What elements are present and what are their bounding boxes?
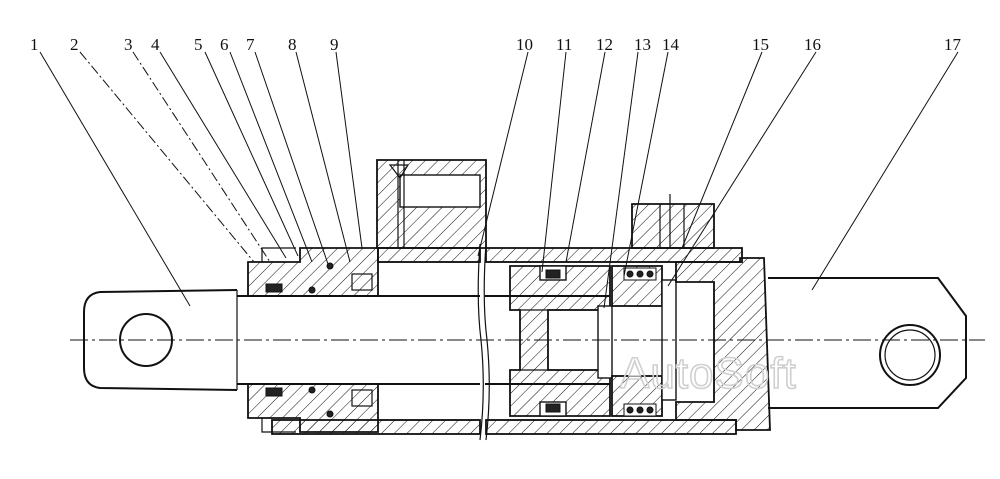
part-label-11: 11 bbox=[556, 35, 572, 54]
rear-end-cap bbox=[675, 257, 771, 431]
part-label-15: 15 bbox=[752, 35, 769, 54]
part-label-8: 8 bbox=[288, 35, 297, 54]
part-label-10: 10 bbox=[516, 35, 533, 54]
part-label-4: 4 bbox=[151, 35, 160, 54]
part-label-2: 2 bbox=[70, 35, 79, 54]
front-port-block bbox=[376, 159, 487, 249]
part-label-13: 13 bbox=[634, 35, 651, 54]
leader-lines bbox=[39, 51, 959, 309]
part-label-17: 17 bbox=[944, 35, 962, 54]
part-label-14: 14 bbox=[662, 35, 680, 54]
part-label-3: 3 bbox=[124, 35, 133, 54]
part-label-16: 16 bbox=[804, 35, 821, 54]
piston-nut bbox=[597, 265, 677, 417]
part-label-1: 1 bbox=[30, 35, 39, 54]
part-label-6: 6 bbox=[220, 35, 229, 54]
part-labels: 1 2 3 4 5 6 7 8 9 10 11 12 13 14 15 16 1… bbox=[30, 35, 962, 54]
rod-eye-right bbox=[768, 277, 967, 409]
piston bbox=[509, 265, 611, 417]
rear-port-block bbox=[631, 194, 715, 249]
cylinder-barrel bbox=[271, 243, 743, 441]
part-label-5: 5 bbox=[194, 35, 203, 54]
watermark-text: AutoSoft bbox=[620, 349, 797, 398]
part-label-7: 7 bbox=[246, 35, 255, 54]
part-label-12: 12 bbox=[596, 35, 613, 54]
part-label-9: 9 bbox=[330, 35, 339, 54]
